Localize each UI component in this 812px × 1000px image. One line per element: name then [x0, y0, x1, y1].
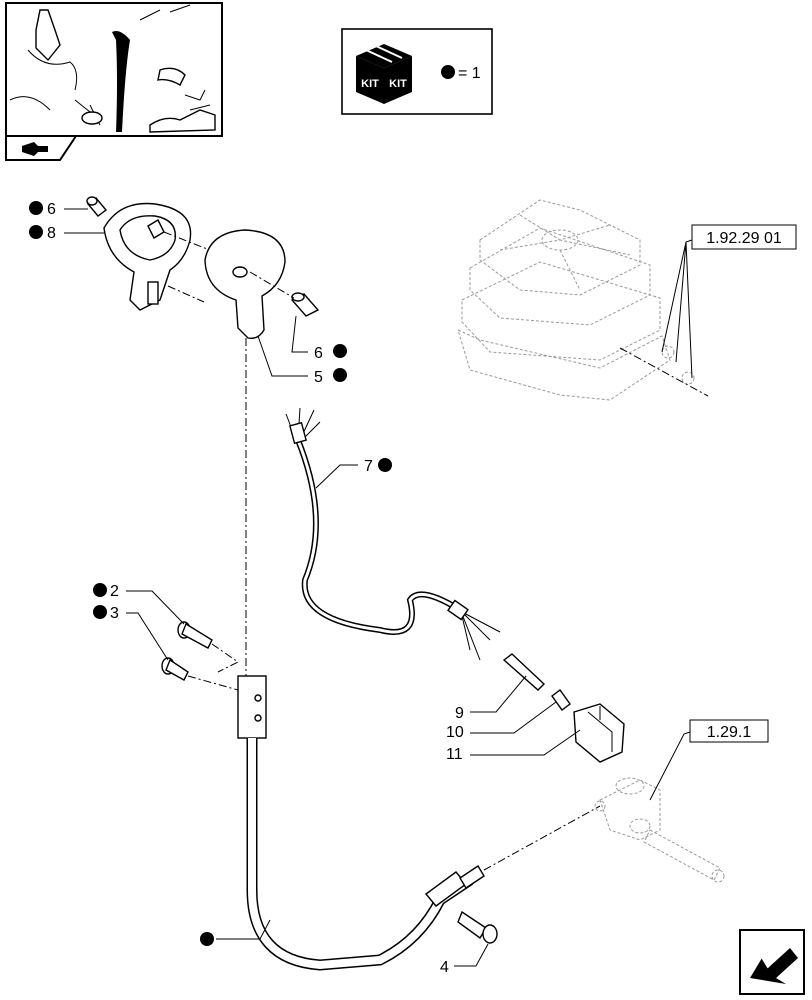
callout-4-label: 4 — [440, 959, 449, 976]
callout-2[interactable]: 2 — [93, 583, 185, 625]
callout-10[interactable]: 10 — [446, 701, 557, 741]
kit-box-icon: KIT KIT — [356, 44, 412, 104]
ghost-lever — [594, 777, 725, 883]
lever-ref-label: 1.29.1 — [707, 724, 752, 741]
handle-lever-rod — [237, 675, 485, 971]
callout-11[interactable]: 11 — [446, 729, 581, 763]
pin-6-upper — [86, 196, 108, 217]
callout-10-label: 10 — [446, 724, 464, 741]
callout-6-mid[interactable]: 6 — [291, 315, 347, 362]
callout-11-label: 11 — [446, 746, 463, 763]
callout-6-top-label: 6 — [47, 201, 56, 218]
thumbnail[interactable] — [5, 2, 223, 137]
return-arrow-icon[interactable] — [739, 929, 805, 995]
boot-ref-label: 1.92.29 01 — [706, 230, 782, 247]
callout-4[interactable]: 4 — [440, 943, 489, 976]
callout-9-label: 9 — [455, 705, 464, 722]
bolt-3 — [161, 657, 189, 681]
callout-9[interactable]: 9 — [455, 675, 527, 722]
terminal-pin — [502, 653, 546, 691]
handle-bracket — [103, 202, 192, 311]
lever-ref-box[interactable]: 1.29.1 — [689, 719, 769, 743]
callout-7-label: 7 — [364, 458, 373, 475]
callout-3[interactable]: 3 — [93, 605, 169, 661]
callout-3-label: 3 — [110, 605, 119, 622]
bolt-4 — [457, 910, 498, 944]
wire-harness — [285, 407, 501, 661]
callout-5-label: 5 — [314, 369, 323, 386]
boot-ref-box[interactable]: 1.92.29 01 — [691, 224, 797, 250]
kit-dot-icon — [200, 932, 214, 946]
ghost-boot — [457, 199, 695, 401]
callout-2-label: 2 — [110, 583, 119, 600]
callout-8[interactable]: 8 — [29, 225, 104, 242]
callout-7[interactable]: 7 — [315, 458, 392, 489]
seal-spring — [551, 689, 571, 711]
joystick-knob — [204, 229, 286, 340]
kit-badge-text-2: KIT — [389, 78, 407, 90]
callout-6-top[interactable]: 6 — [29, 201, 88, 218]
kit-equals-label: = 1 — [458, 65, 481, 82]
callout-8-label: 8 — [47, 225, 56, 242]
callout-6-mid-label: 6 — [314, 345, 323, 362]
tractor-cab-thumbnail-icon — [9, 4, 216, 133]
kit-legend: KIT KIT = 1 — [341, 28, 493, 115]
callout-5[interactable]: 5 — [257, 335, 347, 386]
kit-badge-text-1: KIT — [361, 78, 379, 90]
pin-6-lower — [290, 292, 320, 317]
bolt-2 — [177, 621, 213, 649]
connector-housing — [573, 703, 625, 763]
callout-rod[interactable] — [200, 919, 271, 946]
kit-dot-icon — [441, 65, 455, 79]
back-arrow-icon[interactable] — [5, 135, 78, 161]
